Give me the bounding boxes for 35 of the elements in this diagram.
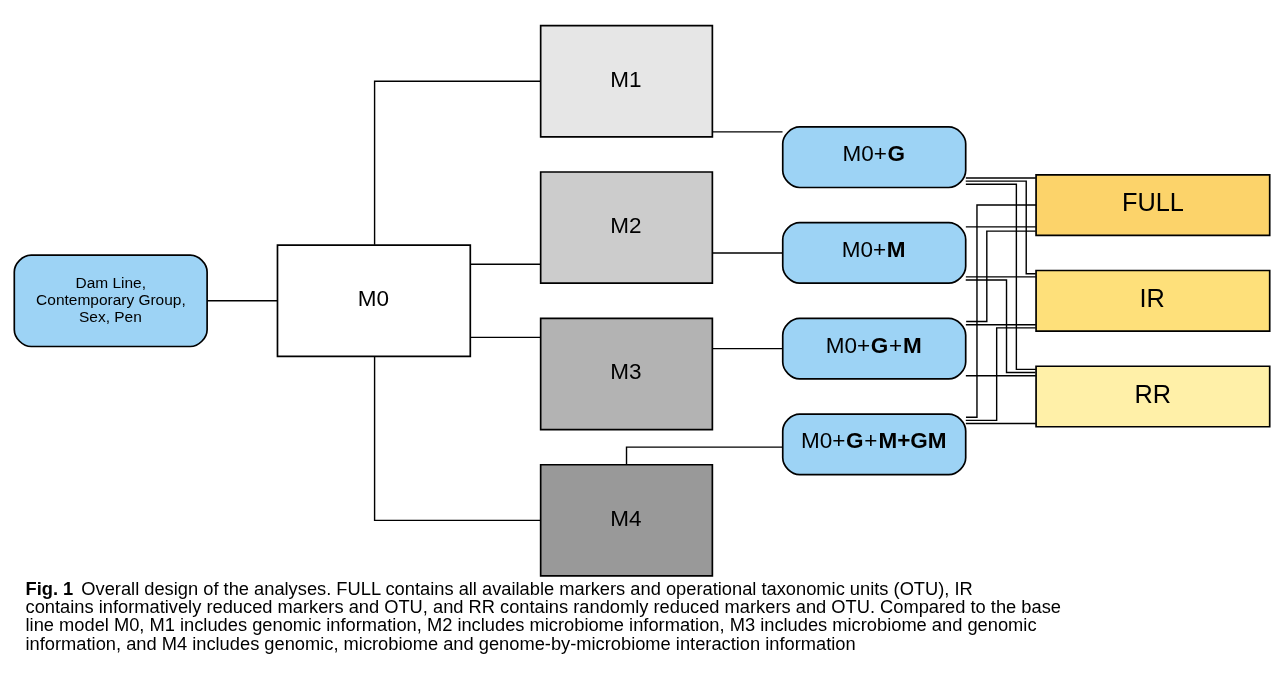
connector [469, 336, 541, 338]
node-box: M0 [276, 243, 472, 357]
connector [206, 299, 279, 301]
node-box: M2 [539, 170, 714, 284]
node-box: M0+G+M [781, 317, 967, 380]
connector [373, 355, 542, 521]
node-box: M0+G+M+GM [781, 412, 967, 475]
connector [965, 326, 1037, 421]
connector [965, 225, 1037, 228]
caption: Fig. 1 Overall design of the analyses. FULL contains all available markers and operational taxonomic units (OTU), IR contains informatively reduced markers and OTU, and RR contains randomly reduced markers and OTU. Compared to the base line model M0, M1 includes genomic information, M2 includes microbiome information, M3 includes microbiome and genomic information, and M4 includes genomic, microbiome and genome-by-microbiome interaction information [25, 577, 1061, 654]
node-box: RR [1035, 364, 1271, 428]
connector [711, 130, 784, 133]
node-box: M3 [539, 317, 714, 430]
node-box: M4 [539, 463, 714, 577]
node-box: FULL [1035, 173, 1271, 236]
connector [965, 278, 1037, 373]
node-box: M0+G [781, 125, 967, 188]
connector [965, 275, 1037, 278]
connector [373, 80, 542, 245]
connector [965, 229, 1037, 322]
connector [965, 183, 1037, 370]
connector [965, 422, 1037, 424]
connector [965, 203, 1037, 418]
connector [965, 374, 1037, 376]
node-box: M1 [539, 24, 714, 138]
node-box: Dam Line, Contemporary Group, Sex, Pen [13, 253, 208, 347]
connector [965, 176, 1037, 179]
connector [469, 263, 541, 265]
node-box: M0+M [781, 221, 967, 284]
node-box: IR [1035, 269, 1271, 332]
connector [711, 347, 784, 349]
connector [965, 179, 1037, 274]
connector [711, 251, 784, 254]
connector [625, 445, 784, 465]
connector [965, 323, 1037, 325]
